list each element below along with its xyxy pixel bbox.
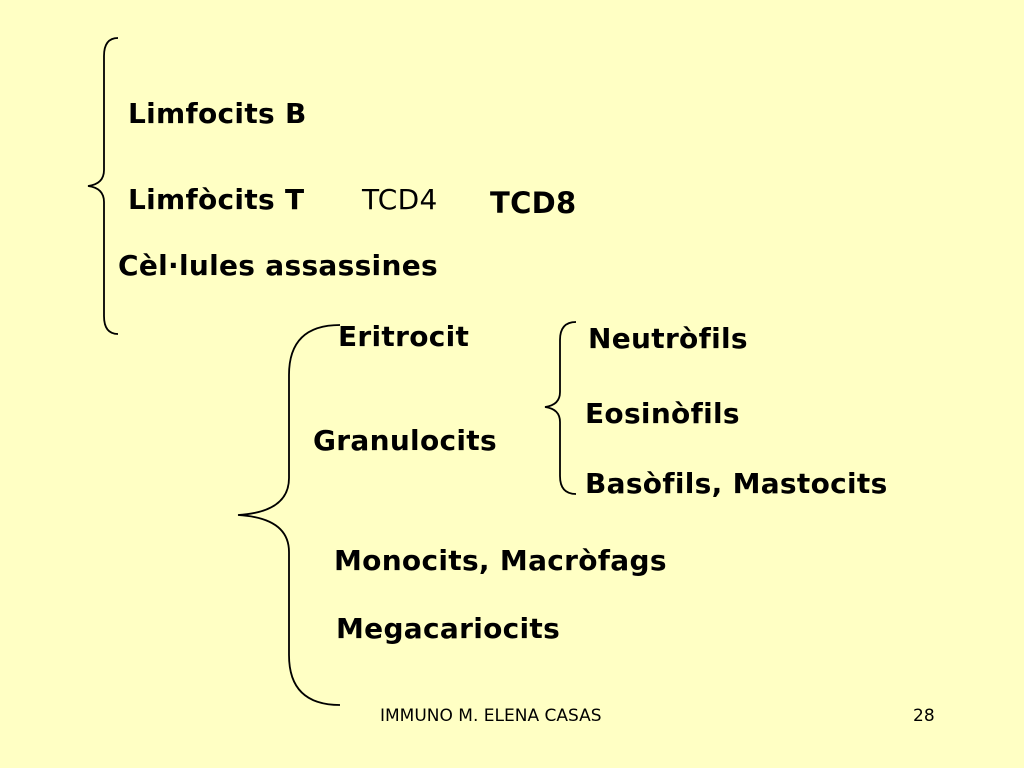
eosinofils-label: Eosinòfils: [585, 397, 740, 430]
neutrofils-label: Neutròfils: [588, 322, 748, 355]
limfocits-t-label: Limfòcits T: [128, 183, 305, 216]
tcd4-label: TCD4: [362, 183, 438, 216]
basofils-label: Basòfils, Mastocits: [585, 467, 888, 500]
granulocyte-brace: [544, 321, 577, 495]
footer-author: IMMUNO M. ELENA CASAS: [380, 706, 602, 726]
monocits-label: Monocits, Macròfags: [334, 544, 667, 577]
page-number: 28: [913, 706, 935, 726]
cells-assassines-label: Cèl·lules assassines: [118, 249, 438, 282]
tcd8-label: TCD8: [490, 186, 577, 220]
myeloid-brace: [237, 324, 341, 706]
lymphocyte-brace: [87, 37, 119, 335]
eritrocit-label: Eritrocit: [338, 320, 470, 353]
megacariocits-label: Megacariocits: [336, 612, 561, 645]
limfocits-b-label: Limfocits B: [128, 97, 307, 130]
granulocits-label: Granulocits: [313, 424, 497, 457]
